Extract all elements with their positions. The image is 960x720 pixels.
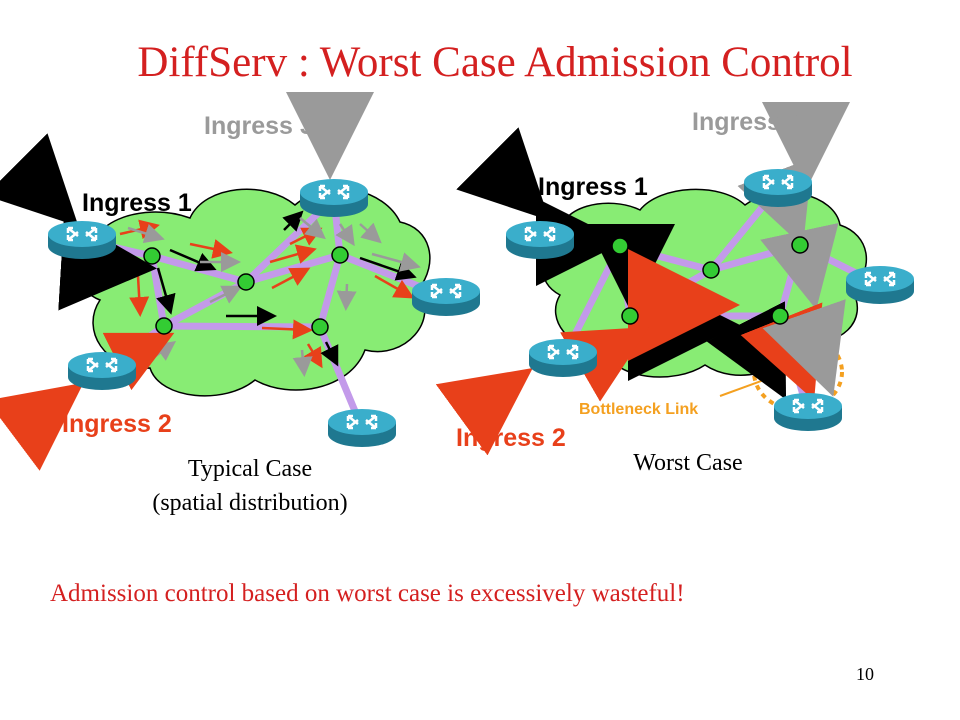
right-ingress-arrows (435, 102, 850, 456)
right-nodes (611, 236, 809, 325)
left-ingress2-label: Ingress 2 (62, 410, 172, 438)
right-ingress2-label: Ingress 2 (456, 424, 566, 452)
right-caption: Worst Case (633, 450, 743, 476)
conclusion-text: Admission control based on worst case is… (50, 580, 685, 607)
slide-title: DiffServ : Worst Case Admission Control (137, 39, 853, 86)
left-caption-line1: Typical Case (187, 456, 313, 482)
right-ingress1-label: Ingress 1 (538, 173, 648, 201)
left-caption: Typical Case (spatial distribution) (110, 452, 390, 520)
page-number: 10 (856, 664, 874, 684)
right-ingress3-label: Ingress 3 (692, 108, 802, 136)
bottleneck-link-label: Bottleneck Link (579, 401, 698, 418)
left-ingress1-label: Ingress 1 (82, 189, 192, 217)
left-nodes (143, 246, 349, 336)
left-ingress-arrows (0, 92, 374, 471)
left-caption-line2: (spatial distribution) (152, 490, 348, 516)
left-ingress3-label: Ingress 3 (204, 112, 314, 140)
